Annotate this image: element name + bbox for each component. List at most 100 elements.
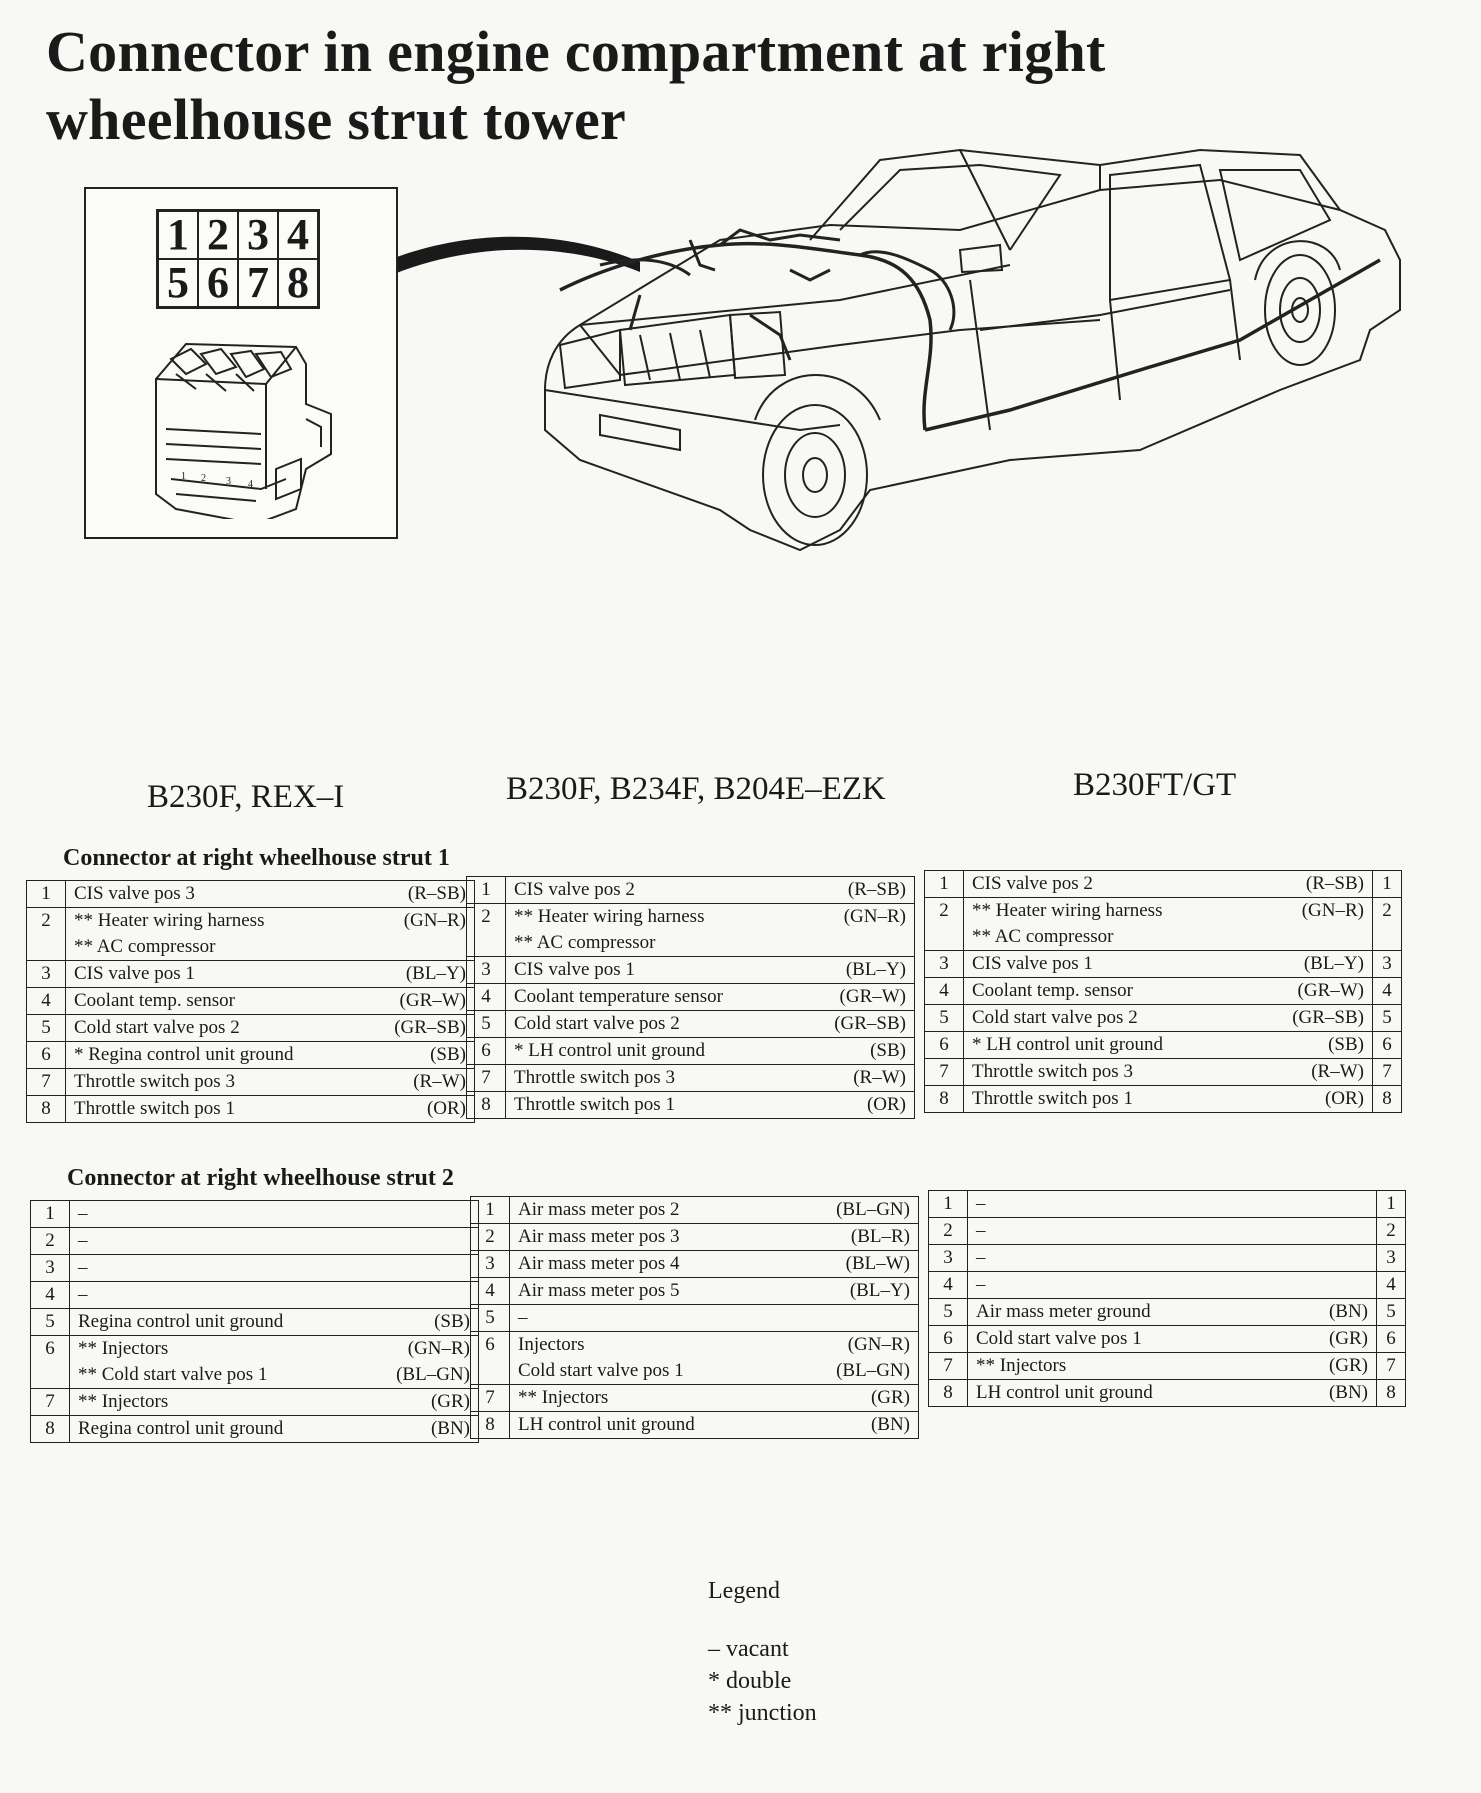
connector-tiny-pin: 3 — [226, 476, 231, 487]
pin-description: Throttle switch pos 1 — [963, 1085, 1278, 1113]
pin-number: 5 — [924, 1004, 964, 1032]
pin-number: 2 — [26, 907, 66, 961]
description-line: Air mass meter pos 5 — [518, 1280, 680, 1301]
pin-number: 1 — [466, 876, 506, 904]
description-line: Regina control unit ground — [78, 1418, 284, 1439]
pin-description: Coolant temp. sensor — [65, 987, 380, 1015]
pin-number: 3 — [470, 1250, 510, 1278]
wire-color-line — [826, 930, 906, 956]
table-row: 6* Regina control unit ground(SB) — [26, 1041, 475, 1069]
pin-number-right: 1 — [1372, 870, 1402, 898]
wire-color: (BL–GN) — [824, 1196, 919, 1224]
wire-color-line: (GN–R) — [407, 1338, 470, 1359]
pin-description: – — [509, 1304, 824, 1332]
description-line: CIS valve pos 2 — [514, 879, 635, 900]
wire-color-line: (OR) — [426, 1098, 466, 1119]
pin-number: 7 — [470, 1384, 510, 1412]
variant-heading-2: B230F, B234F, B204E–EZK — [506, 771, 886, 807]
pin-cell: 5 — [158, 259, 198, 307]
pin-number: 6 — [928, 1325, 968, 1353]
wire-color: (GN–R) — [1278, 897, 1373, 951]
description-line: * LH control unit ground — [972, 1034, 1164, 1055]
wire-color-line: (GN–R) — [1301, 900, 1364, 921]
wire-color: (BL–R) — [824, 1223, 919, 1251]
wire-color-line: (GN–R) — [843, 906, 906, 927]
description-line: – — [976, 1247, 986, 1268]
wire-color-line: (GR) — [1328, 1328, 1368, 1349]
wire-color-line: (BL–Y) — [849, 1280, 910, 1301]
wire-color — [1282, 1271, 1377, 1299]
wire-color: (BL–Y) — [820, 956, 915, 984]
pin-number-right: 8 — [1372, 1085, 1402, 1113]
description-line: Injectors — [518, 1334, 585, 1355]
description-line: – — [78, 1203, 88, 1224]
pin-description: CIS valve pos 2 — [963, 870, 1278, 898]
pin-description: Air mass meter pos 5 — [509, 1277, 824, 1305]
wire-color: (GN–R) — [380, 907, 475, 961]
wire-color: (R–SB) — [820, 876, 915, 904]
table-row: 6* LH control unit ground(SB) — [466, 1037, 915, 1065]
pin-number: 4 — [30, 1281, 70, 1309]
pin-number: 6 — [466, 1037, 506, 1065]
wire-color-line: (BN) — [430, 1418, 470, 1439]
pin-number: 2 — [928, 1217, 968, 1245]
table-row: 1– — [30, 1200, 479, 1228]
wire-color-line — [1288, 1191, 1368, 1217]
wire-color — [384, 1200, 479, 1228]
wire-color: (BL–Y) — [1278, 950, 1373, 978]
wire-color — [384, 1281, 479, 1309]
pin-description: ** Injectors — [69, 1388, 384, 1416]
pin-number: 4 — [924, 977, 964, 1005]
wire-color-line — [386, 934, 466, 960]
table-row: 2– 2 — [928, 1217, 1406, 1245]
pin-description: – — [69, 1281, 384, 1309]
wire-color-line — [390, 1201, 470, 1227]
pin-number: 6 — [924, 1031, 964, 1059]
table-row: 2** Heater wiring harness** AC compresso… — [26, 907, 475, 961]
wire-color-line: (OR) — [866, 1094, 906, 1115]
description-line: Throttle switch pos 1 — [972, 1088, 1133, 1109]
pin-description: CIS valve pos 1 — [505, 956, 820, 984]
pin-number: 7 — [928, 1352, 968, 1380]
description-line: – — [976, 1193, 986, 1214]
description-line: ** AC compressor — [972, 926, 1114, 947]
pin-number: 3 — [26, 960, 66, 988]
pin-number: 2 — [30, 1227, 70, 1255]
pin-cell: 2 — [198, 211, 238, 259]
pin-number-right: 7 — [1376, 1352, 1406, 1380]
page-title: Connector in engine compartment at right… — [46, 18, 1246, 154]
description-line: CIS valve pos 1 — [972, 953, 1093, 974]
table-row: 3– — [30, 1254, 479, 1282]
description-line: – — [78, 1230, 88, 1251]
pin-number: 3 — [30, 1254, 70, 1282]
wire-color-line: (R–W) — [853, 1067, 906, 1088]
wire-color-line: (R–SB) — [847, 879, 906, 900]
pin-number: 2 — [470, 1223, 510, 1251]
pin-description: Air mass meter ground — [967, 1298, 1282, 1326]
wire-color-line: (SB) — [870, 1040, 906, 1061]
pin-number-right: 4 — [1376, 1271, 1406, 1299]
description-line: ** Cold start valve pos 1 — [78, 1364, 268, 1385]
description-line: * Regina control unit ground — [74, 1044, 294, 1065]
description-line: ** Injectors — [518, 1387, 609, 1408]
pin-number: 5 — [928, 1298, 968, 1326]
pin-number: 5 — [30, 1308, 70, 1336]
wire-color: (BN) — [384, 1415, 479, 1443]
pin-description: Regina control unit ground — [69, 1415, 384, 1443]
